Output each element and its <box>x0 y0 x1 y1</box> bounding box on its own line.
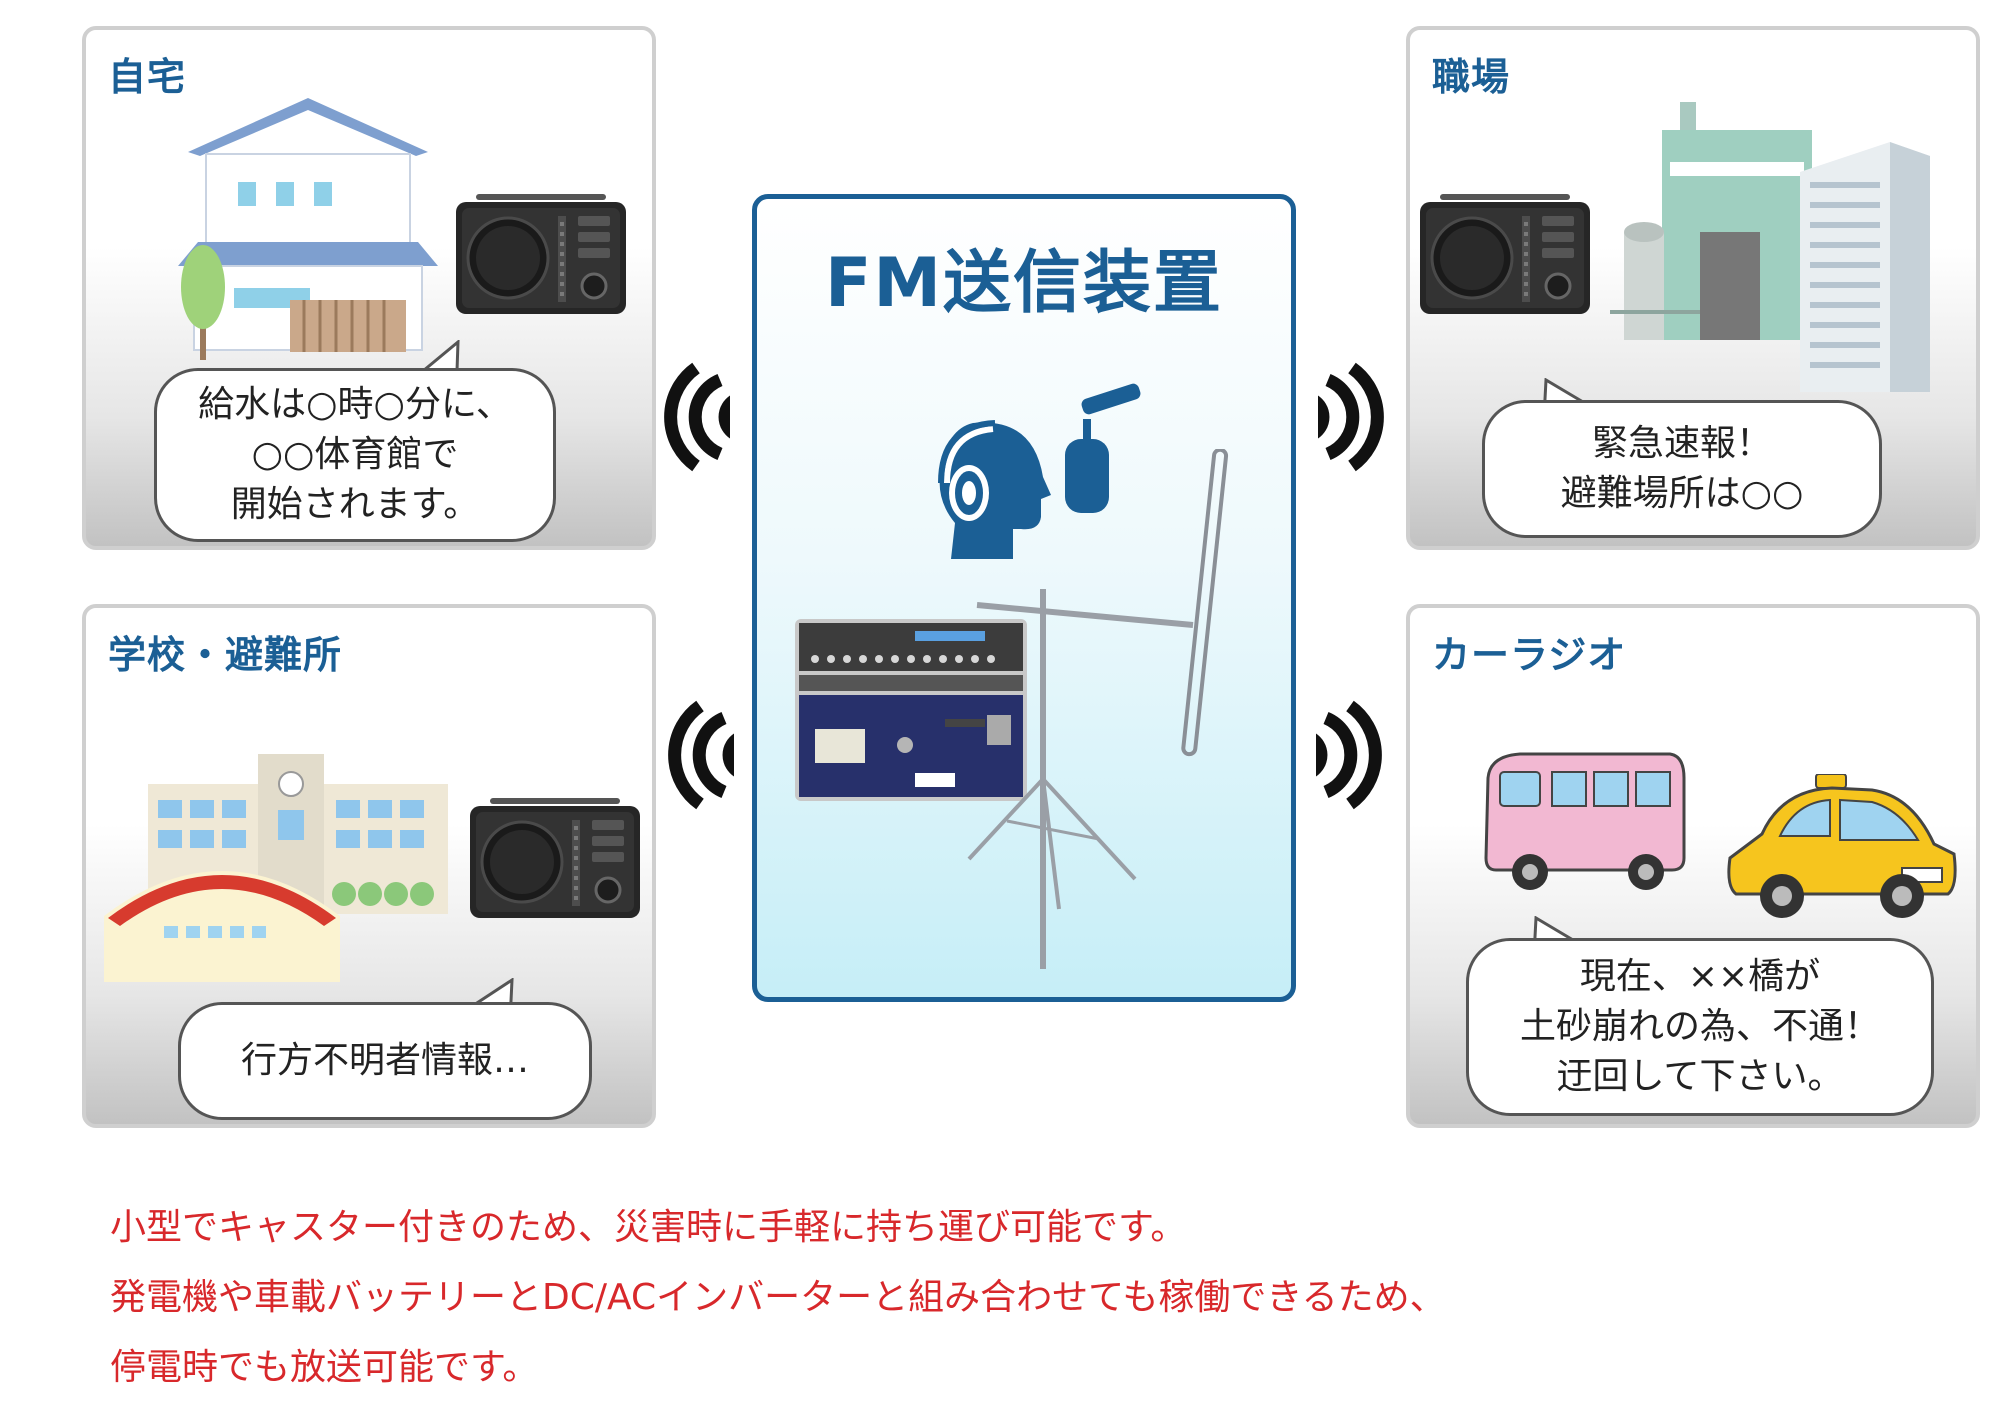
caption-line-1: 小型でキャスター付きのため、災害時に手軽に持ち運び可能です。 <box>110 1207 1187 1248</box>
panel-car: カーラジオ 現在、××橋が 土砂崩れの為、不通！ 迂回して下さい。 <box>1406 604 1980 1128</box>
panel-work: 職場 緊急速報！ 避難場所は○○ <box>1406 26 1980 550</box>
bubble-line: 土砂崩れの為、不通！ <box>1519 1006 1880 1047</box>
panel-school: 学校・避難所 行方不明者情報… <box>82 604 656 1128</box>
bubble-line: 緊急速報！ <box>1591 423 1772 464</box>
center-title: FM送信装置 <box>824 244 1224 323</box>
taxi-icon <box>1727 774 1957 918</box>
panel-title-car: カーラジオ <box>1432 633 1627 677</box>
radio-wave-icon <box>1318 362 1408 472</box>
radio-wave-icon <box>644 700 734 810</box>
caption-line-2: 発電機や車載バッテリーとDC/ACインバーターと組み合わせても稼働できるため、 <box>110 1277 1446 1318</box>
panel-title-work: 職場 <box>1432 55 1511 99</box>
tree-icon <box>181 245 225 360</box>
bubble-line: 迂回して下さい。 <box>1556 1056 1844 1097</box>
house-icon <box>178 98 438 352</box>
radio-icon <box>456 194 626 314</box>
bubble-line: 給水は○時○分に、 <box>198 384 512 425</box>
transmitter-rack-icon <box>795 619 1027 801</box>
radio-wave-icon <box>640 362 730 472</box>
panel-home: 自宅 給水は○時○分に、 ○○体育館で 開始されます。 <box>82 26 656 550</box>
school-icon <box>148 754 448 914</box>
factory-icon <box>1610 102 1812 340</box>
microphone-icon <box>1065 383 1141 513</box>
radio-wave-icon <box>1316 700 1406 810</box>
bubble-line: ○○体育館で <box>251 434 459 475</box>
speech-bubble-car: 現在、××橋が 土砂崩れの為、不通！ 迂回して下さい。 <box>1466 938 1934 1116</box>
panel-title-school: 学校・避難所 <box>108 633 343 677</box>
antenna-tripod-icon <box>967 449 1229 969</box>
radio-icon <box>470 798 640 918</box>
bubble-line: 避難場所は○○ <box>1560 473 1804 514</box>
speech-bubble-home: 給水は○時○分に、 ○○体育館で 開始されます。 <box>154 368 556 542</box>
bubble-line: 開始されます。 <box>230 484 480 525</box>
office-building-icon <box>1800 142 1930 392</box>
radio-icon <box>1420 194 1590 314</box>
panel-title-home: 自宅 <box>108 55 187 99</box>
bubble-line: 行方不明者情報… <box>240 1040 529 1081</box>
speech-bubble-work: 緊急速報！ 避難場所は○○ <box>1482 400 1882 538</box>
bus-icon <box>1484 752 1686 890</box>
headphones-person-icon <box>938 420 1051 559</box>
caption-line-3: 停電時でも放送可能です。 <box>110 1347 539 1388</box>
gymnasium-icon <box>104 871 340 982</box>
fm-transmitter-panel: FM送信装置 <box>752 194 1296 1002</box>
speech-bubble-school: 行方不明者情報… <box>178 1002 592 1120</box>
bubble-line: 現在、××橋が <box>1579 956 1821 997</box>
